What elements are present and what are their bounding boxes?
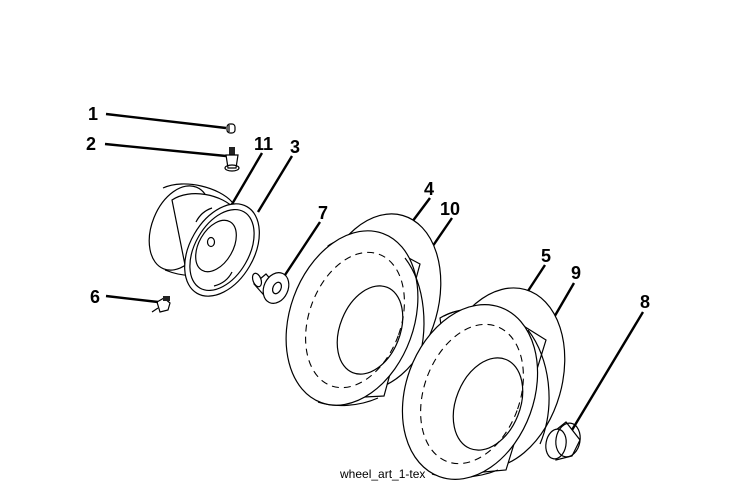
leader-line-6 [105, 294, 159, 304]
callout-9: 9 [571, 263, 581, 283]
callout-5: 5 [541, 246, 551, 266]
grease-fitting-icon [151, 296, 171, 313]
callout-labels: 1 2 11 3 7 4 10 5 9 8 6 [86, 104, 650, 312]
callout-4: 4 [424, 179, 434, 199]
bushing-icon [251, 272, 290, 304]
rim-icon [148, 183, 260, 297]
tire-icon [285, 213, 442, 407]
valve-stem-icon [224, 147, 240, 172]
callout-11: 11 [254, 134, 273, 154]
leader-line-2 [104, 142, 227, 158]
tire-icon-2 [401, 287, 566, 480]
leader-line-7 [281, 221, 322, 279]
callout-7: 7 [318, 203, 328, 223]
figure-caption: wheel_art_1-tex [339, 467, 425, 481]
leader-line-3 [256, 155, 294, 213]
leader-line-8 [570, 311, 645, 431]
leader-line-11 [226, 152, 264, 212]
leader-line-1 [105, 112, 227, 130]
callout-2: 2 [86, 134, 96, 154]
callout-3: 3 [290, 137, 300, 157]
callout-8: 8 [640, 292, 650, 312]
callout-10: 10 [440, 199, 460, 219]
valve-cap-icon [226, 123, 236, 134]
callout-1: 1 [88, 104, 98, 124]
callout-6: 6 [90, 287, 100, 307]
hub-cap-icon [545, 421, 581, 461]
